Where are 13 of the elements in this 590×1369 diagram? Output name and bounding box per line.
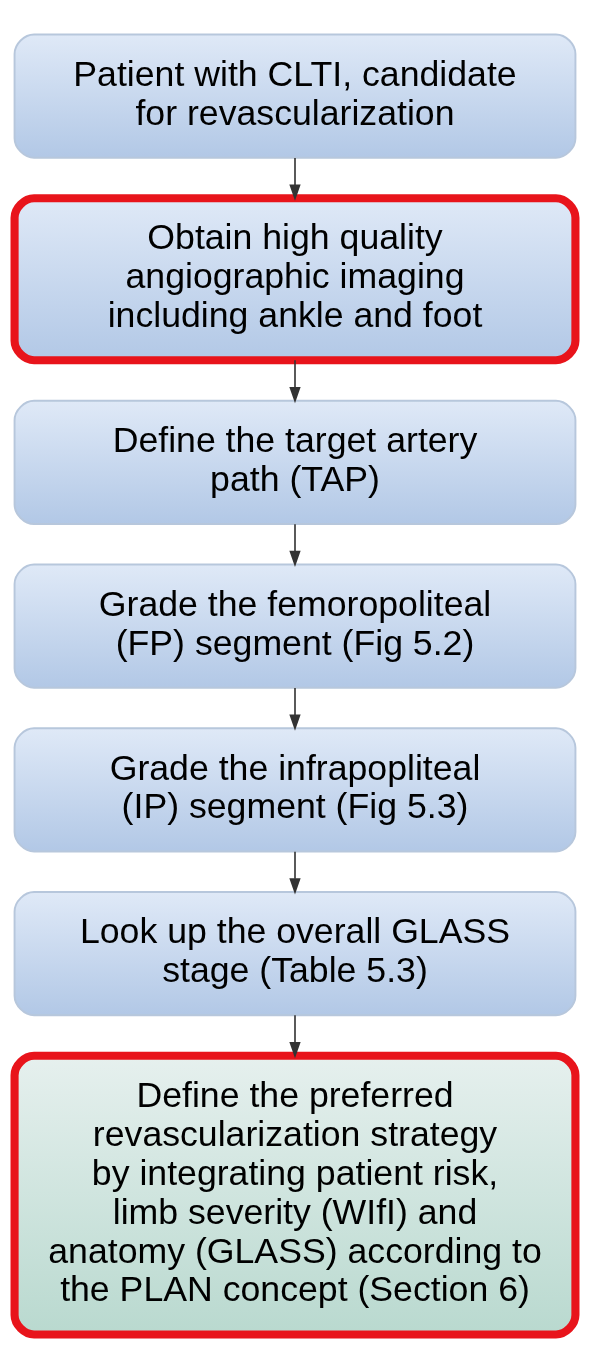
node-box: Define the target artery path (TAP) [13, 399, 577, 525]
arrow [289, 687, 301, 731]
node-box: Grade the femoropoliteal (FP) segment (Fig 5.2) [13, 563, 577, 689]
arrow [289, 157, 301, 201]
arrow [289, 1014, 301, 1059]
node-box: Obtain high quality angiographic imaging including ankle and foot [10, 194, 580, 365]
arrow [289, 359, 301, 404]
node-box: Grade the infrapopliteal (IP) segment (Fig 5.3) [13, 727, 577, 853]
arrow [289, 523, 301, 567]
node-box: Look up the overall GLASS stage (Table 5.3) [13, 891, 577, 1017]
node-box: Define the preferred revascularization strategy by integrating patient risk, limb severity (WIfI) and anatomy (GLASS) according to the PLAN concept (Section 6) [10, 1051, 580, 1339]
arrow [289, 850, 301, 895]
node-box: Patient with CLTI, candidate for revascularization [13, 33, 577, 159]
